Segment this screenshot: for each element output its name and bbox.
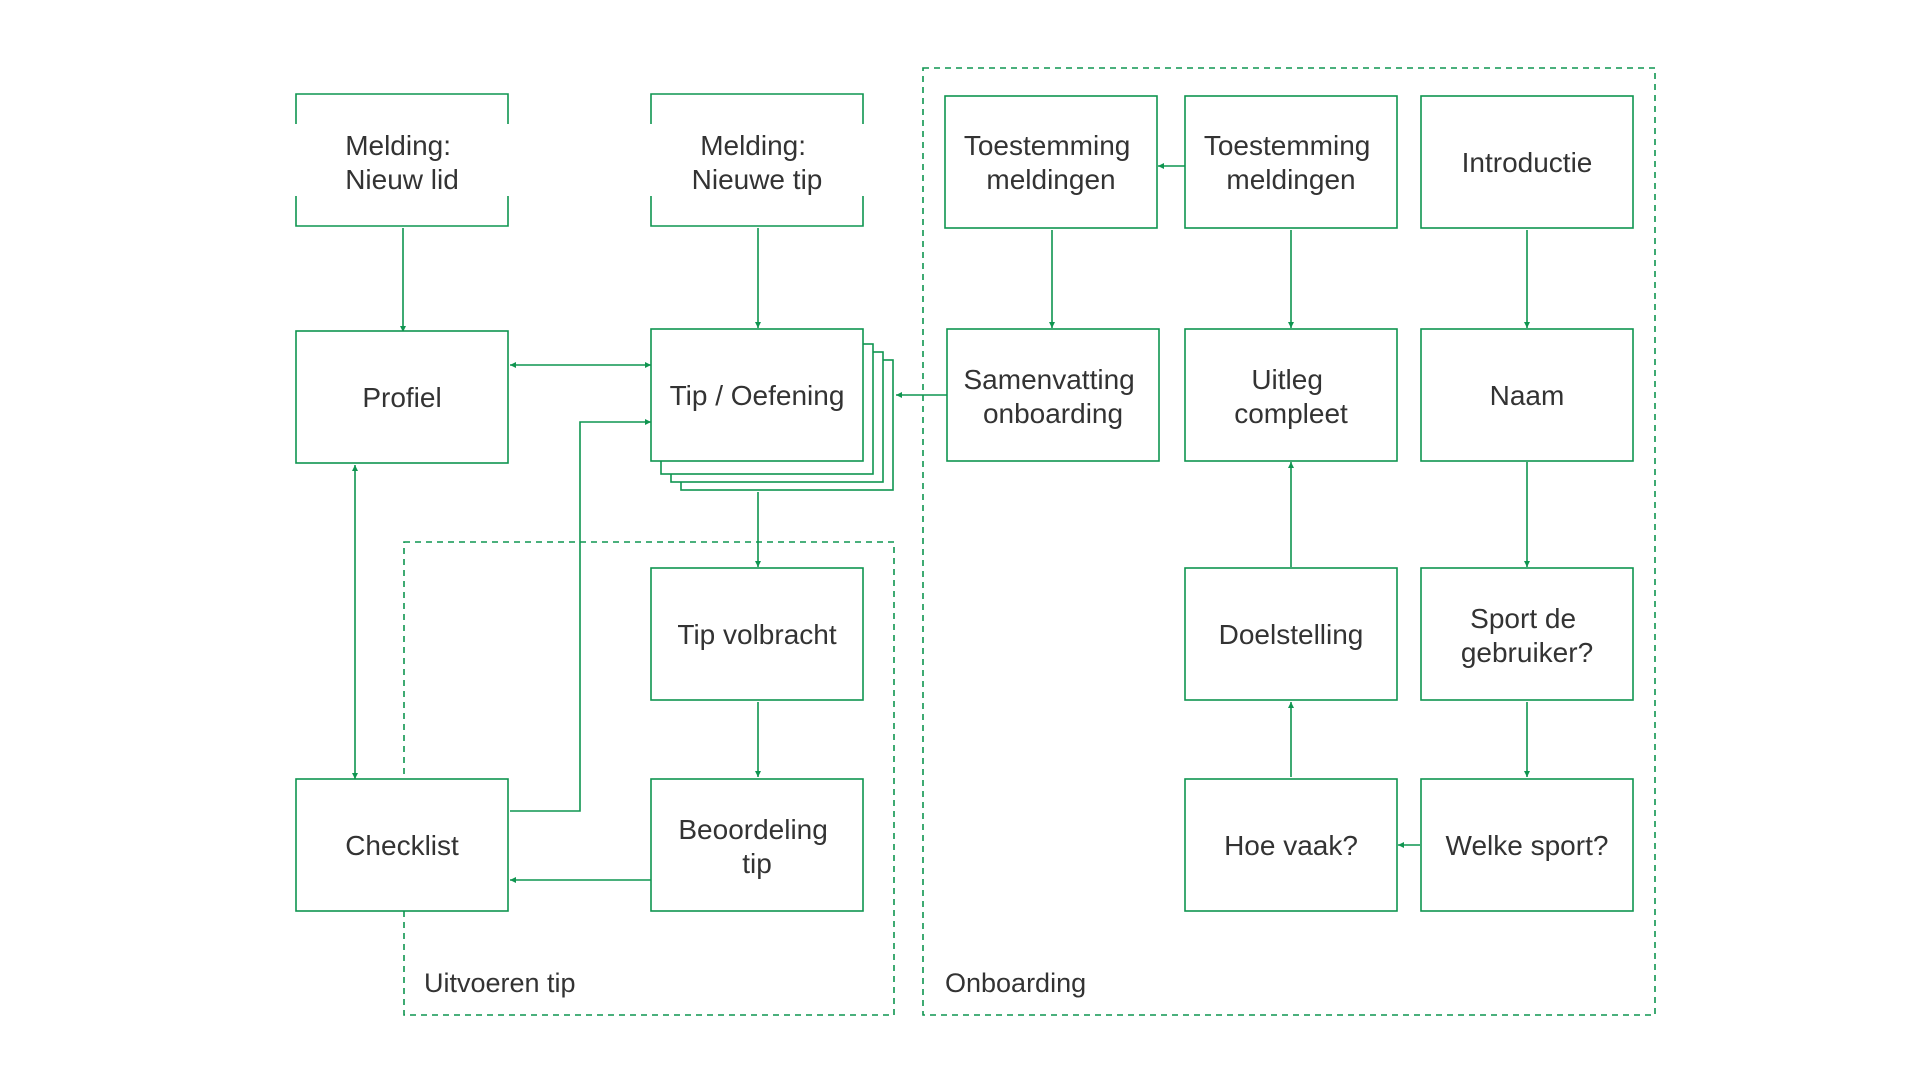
node-toestemming-meldingen-2: Toestemming meldingen [1184,95,1398,229]
node-label: Melding: Nieuwe tip [692,130,823,195]
group-uitvoeren-tip: Uitvoeren tip [403,541,895,1016]
node-label: Toestemming meldingen [964,130,1138,195]
node-label: Naam [1490,380,1565,411]
node-doelstelling: Doelstelling [1184,567,1398,701]
connectors [352,163,1530,883]
node-label: Beoordeling tip [678,814,835,879]
node-label: Melding: Nieuw lid [345,130,459,195]
node-label: Uitleg compleet [1234,364,1348,429]
node-label: Toestemming meldingen [1204,130,1378,195]
node-label: Welke sport? [1446,830,1609,861]
node-melding-nieuwe-tip: Melding: Nieuwe tip [650,93,864,227]
node-label: Samenvatting onboarding [964,364,1143,429]
node-label: Tip volbracht [677,619,836,650]
node-label: Introductie [1462,147,1593,178]
node-label: Doelstelling [1219,619,1364,650]
node-tip-oefening: Tip / Oefening [650,328,894,491]
node-label: Profiel [362,382,441,413]
node-sport-de-gebruiker: Sport de gebruiker? [1420,567,1634,701]
node-uitleg-compleet: Uitleg compleet [1184,328,1398,462]
group-label-uitvoeren-tip: Uitvoeren tip [424,968,576,998]
group-label-onboarding: Onboarding [945,968,1086,998]
node-label: Sport de gebruiker? [1461,603,1593,668]
node-samenvatting-onboarding: Samenvatting onboarding [946,328,1160,462]
node-beoordeling-tip: Beoordeling tip [650,778,864,912]
node-label: Hoe vaak? [1224,830,1358,861]
node-hoe-vaak: Hoe vaak? [1184,778,1398,912]
node-tip-volbracht: Tip volbracht [650,567,864,701]
group-onboarding: Onboarding [922,67,1656,1016]
arrow-checklist-to-tip [510,419,651,812]
node-welke-sport: Welke sport? [1420,778,1634,912]
node-naam: Naam [1420,328,1634,462]
node-checklist: Checklist [295,778,509,912]
node-toestemming-meldingen-1: Toestemming meldingen [944,95,1158,229]
node-profiel: Profiel [295,330,509,464]
nodes: Melding: Nieuw lid Melding: Nieuwe tip P… [295,93,1634,912]
node-melding-nieuw-lid: Melding: Nieuw lid [295,93,509,227]
node-label: Checklist [345,830,459,861]
node-introductie: Introductie [1420,95,1634,229]
node-label: Tip / Oefening [670,380,845,411]
